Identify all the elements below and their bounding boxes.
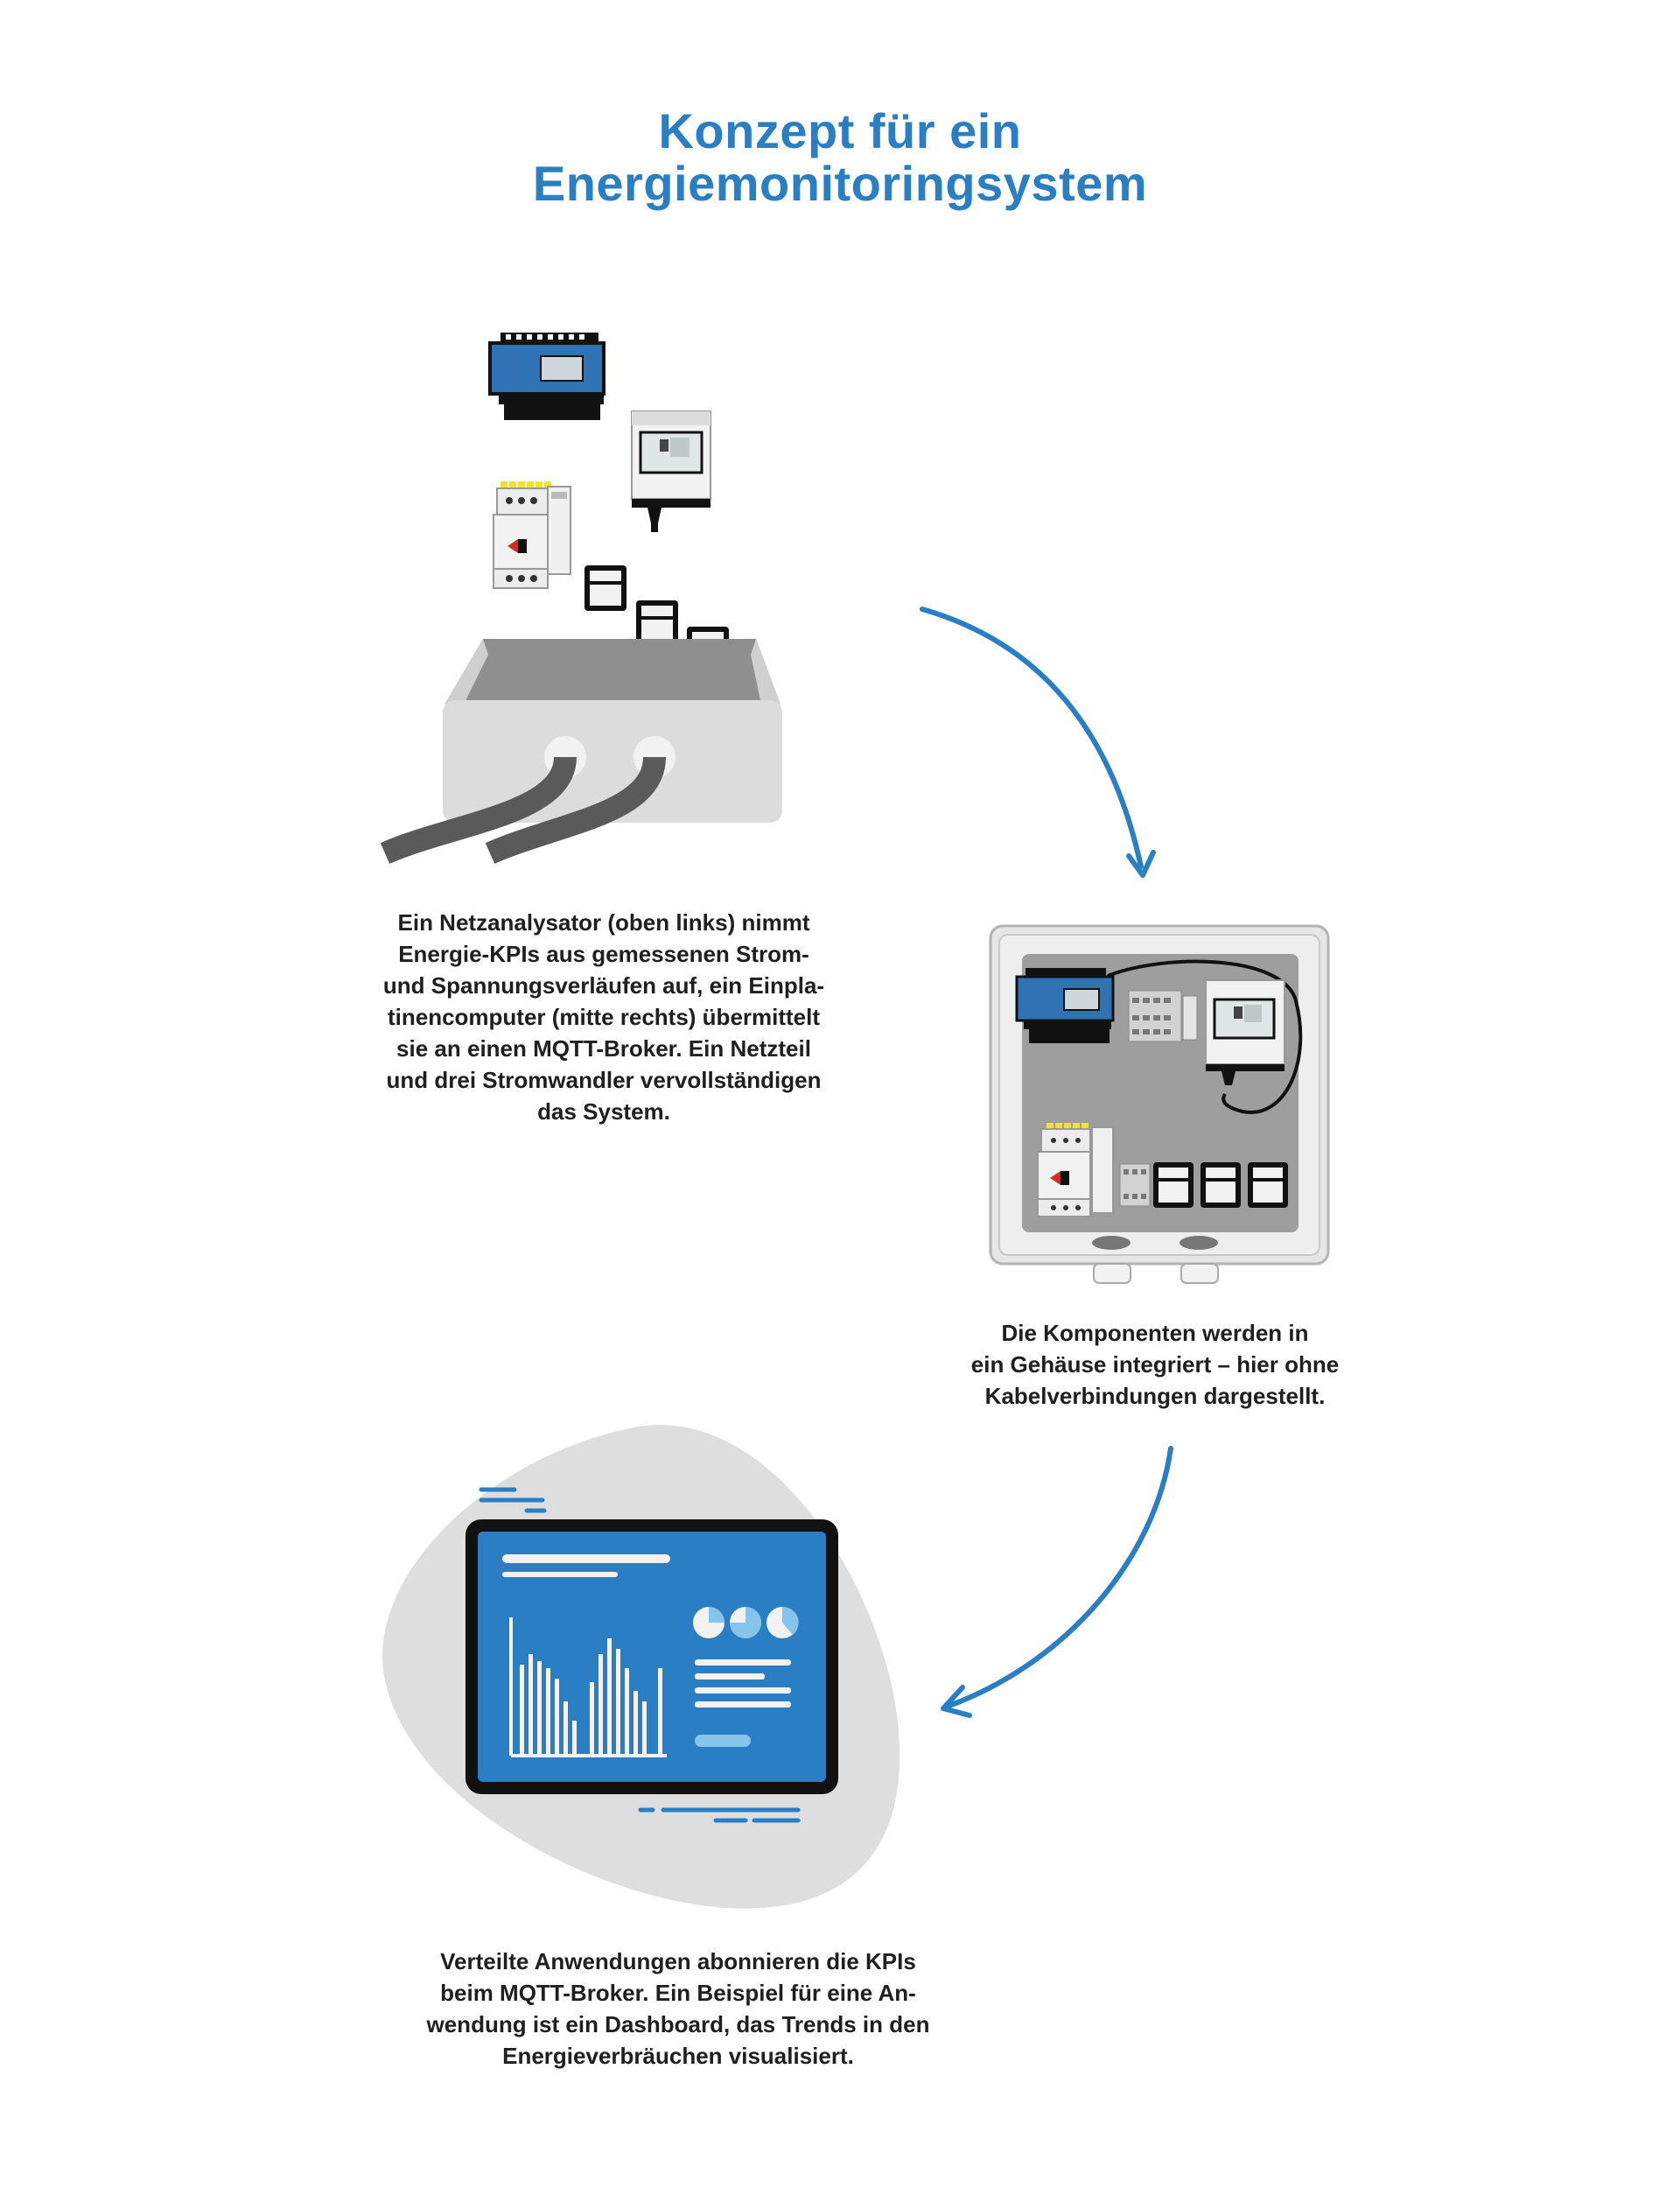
caption-line: Ein Netzanalysator (oben links) nimmt xyxy=(397,909,810,936)
caption-line: und drei Stromwandler vervollständigen xyxy=(386,1067,822,1093)
caption-line: Energie-KPIs aus gemessenen Strom- xyxy=(398,941,809,967)
curved-arrow-icon xyxy=(920,607,1144,869)
caption-line: und Spannungsverläufen auf, ein Einpla- xyxy=(382,972,825,999)
power-analyzer-icon xyxy=(488,333,606,420)
caption-line: Energieverbräuchen visualisiert. xyxy=(502,2043,854,2069)
page-title: Konzept für ein Energiemonitoringsystem xyxy=(0,105,1680,210)
sbc-module-icon xyxy=(631,410,711,532)
current-transformer-icon xyxy=(584,565,626,611)
step-2-caption: Die Komponenten werden in ein Gehäuse in… xyxy=(910,1317,1400,1412)
caption-line: ein Gehäuse integriert – hier ohne xyxy=(970,1351,1340,1378)
step-3-caption: Verteilte Anwendungen abonnieren die KPI… xyxy=(350,1946,1006,2072)
caption-line: tinencomputer (mitte rechts) übermittelt xyxy=(387,1004,821,1030)
arrowhead-icon xyxy=(941,1685,972,1718)
open-enclosure-icon xyxy=(380,639,782,864)
curved-arrow-icon xyxy=(944,1446,1173,1709)
caption-line: sie an einen MQTT-Broker. Ein Netzteil xyxy=(396,1035,811,1062)
cabinet-icon xyxy=(989,924,1330,1284)
caption-line: das System. xyxy=(537,1098,670,1125)
step-1-caption: Ein Netzanalysator (oben links) nimmt En… xyxy=(337,907,871,1127)
power-supply-icon xyxy=(493,481,571,589)
tablet-dashboard-icon xyxy=(382,1425,900,1909)
arrowhead-icon xyxy=(1126,850,1156,878)
caption-line: Kabelverbindungen dargestellt. xyxy=(984,1383,1326,1409)
caption-line: beim MQTT-Broker. Ein Beispiel für eine … xyxy=(440,1980,916,2006)
caption-line: wendung ist ein Dashboard, das Trends in… xyxy=(426,2011,930,2037)
current-transformer-icon xyxy=(636,600,678,646)
caption-line: Verteilte Anwendungen abonnieren die KPI… xyxy=(440,1948,916,1974)
title-line-1: Konzept für ein xyxy=(658,103,1022,158)
caption-line: Die Komponenten werden in xyxy=(1001,1320,1309,1346)
title-line-2: Energiemonitoringsystem xyxy=(532,156,1148,211)
